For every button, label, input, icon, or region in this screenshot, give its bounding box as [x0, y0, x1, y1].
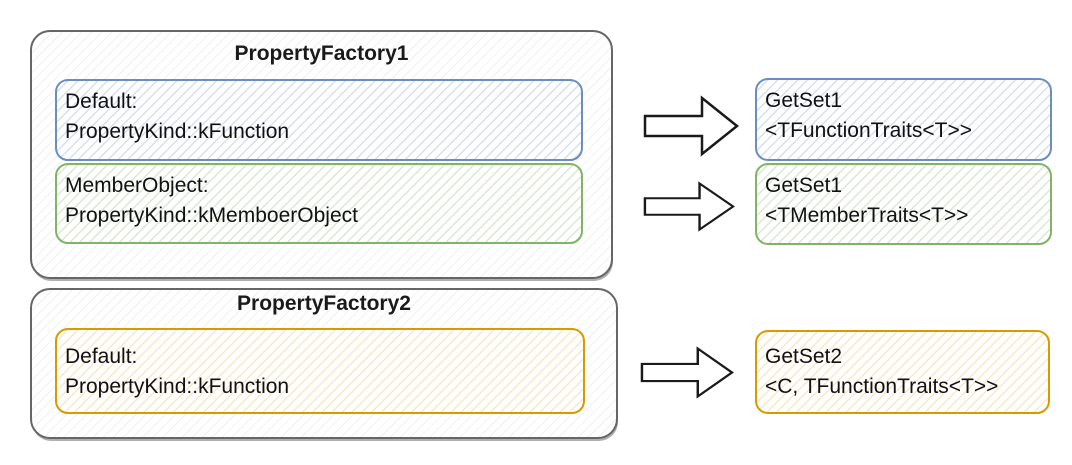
result-getset2-function-traits: GetSet2 <C, TFunctionTraits<T>>: [755, 330, 1050, 414]
block-arrow-right-icon: [643, 95, 739, 157]
block-arrow-right-icon: [643, 181, 735, 232]
result-getset1-function-traits: GetSet1 <TFunctionTraits<T>>: [755, 78, 1052, 161]
node-factory2-default: Default: PropertyKind::kFunction: [55, 328, 585, 414]
node-line-kind-label: Default:: [65, 90, 138, 113]
node-line-kind-label: Default:: [65, 345, 138, 368]
result-class-name: GetSet2: [765, 345, 843, 368]
node-factory1-member-object: MemberObject: PropertyKind::kMemboerObje…: [55, 163, 583, 244]
result-template-args: <C, TFunctionTraits<T>>: [765, 375, 999, 398]
node-line-kind-value: PropertyKind::kFunction: [65, 375, 290, 398]
result-template-args: <TFunctionTraits<T>>: [765, 119, 972, 142]
property-factory-2-title: PropertyFactory2: [237, 292, 411, 315]
result-class-name: GetSet1: [765, 174, 843, 197]
node-line-kind-value: PropertyKind::kFunction: [65, 120, 290, 143]
node-line-kind-label: MemberObject:: [65, 174, 209, 197]
property-factory-1-title: PropertyFactory1: [234, 42, 409, 65]
result-template-args: <TMemberTraits<T>>: [765, 204, 969, 227]
block-arrow-right-icon: [640, 346, 734, 399]
node-line-kind-value: PropertyKind::kMemboerObject: [65, 204, 358, 227]
result-class-name: GetSet1: [765, 89, 843, 112]
node-factory1-default: Default: PropertyKind::kFunction: [55, 79, 583, 161]
result-getset1-member-traits: GetSet1 <TMemberTraits<T>>: [755, 163, 1052, 245]
